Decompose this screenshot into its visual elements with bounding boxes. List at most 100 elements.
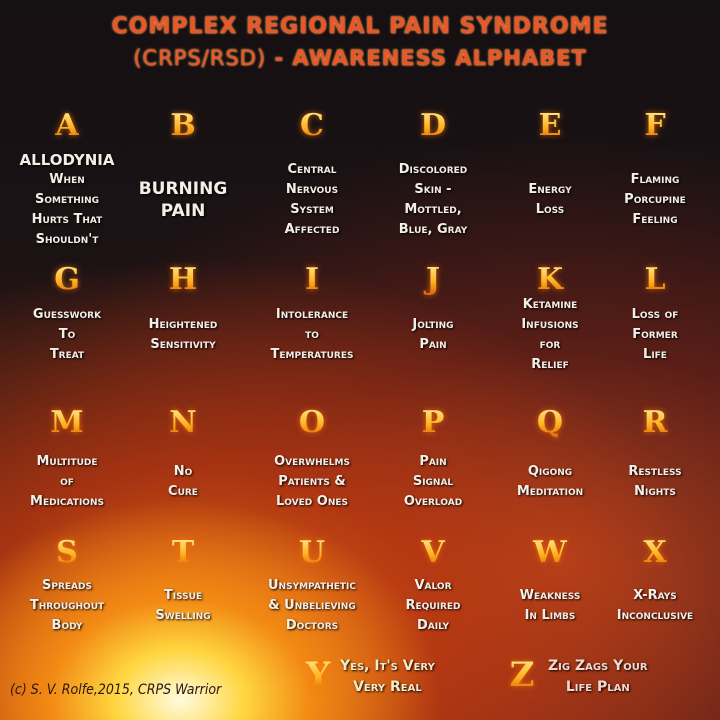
letter-z: Z — [492, 655, 552, 695]
title-abbreviation: (CRPS/RSD) — [133, 46, 267, 70]
entry-line: Very Real — [353, 679, 422, 695]
entry-line: Life — [643, 347, 667, 362]
entry-line: System — [290, 202, 334, 217]
entry-line: Daily — [417, 618, 449, 633]
letter-d: D — [403, 108, 463, 143]
entry-line: to — [305, 327, 319, 342]
entry-line: Intolerance — [275, 307, 349, 322]
letter-n: N — [153, 405, 213, 440]
entry-line: Nights — [634, 484, 676, 499]
entry-line: Loss of — [631, 307, 679, 322]
entry-line: Former — [632, 327, 678, 342]
entry-line: Feeling — [632, 212, 678, 227]
entry-line: Infusions — [521, 317, 579, 332]
entry-line: Body — [51, 618, 83, 633]
entry-line: Loved Ones — [275, 494, 349, 509]
entry-line: Overload — [403, 494, 463, 509]
entry-line: Doctors — [285, 618, 339, 633]
entry-line: Energy — [528, 182, 572, 197]
entry-line: Patients & — [278, 474, 346, 489]
entry-line: To — [58, 327, 76, 342]
entry-line: Hurts That — [31, 212, 103, 227]
entry-line: Loss — [535, 202, 565, 217]
letter-a: A — [37, 108, 97, 143]
entry-line: Guesswork — [32, 307, 102, 322]
entry-line: Yes, It's Very — [340, 658, 435, 674]
letter-q: Q — [520, 405, 580, 440]
entry-line: ALLODYNIA — [19, 151, 115, 169]
entry-line: Required — [405, 598, 461, 613]
entry-line: X-Rays — [633, 588, 677, 603]
entry-line: Throughout — [29, 598, 105, 613]
entry-line: Treat — [49, 347, 85, 362]
entry-line: Something — [34, 192, 100, 207]
letter-l: L — [625, 262, 685, 297]
entry-line: Porcupine — [624, 192, 686, 207]
entry-line: Relief — [531, 357, 569, 372]
entry-line: for — [539, 337, 561, 352]
letter-b: B — [153, 108, 213, 143]
entry-line: Cure — [168, 484, 198, 499]
letter-y: Y — [288, 655, 348, 695]
letter-v: V — [403, 535, 463, 570]
entry-line: Unsympathetic — [268, 578, 356, 593]
entry-line: When — [49, 172, 85, 187]
entry-line: of — [60, 474, 74, 489]
letter-i: I — [282, 262, 342, 297]
entry-line: & Unbelieving — [268, 598, 356, 613]
entry-line: Mottled, — [404, 202, 462, 217]
copyright-credit: (c) S. V. Rolfe,2015, CRPS Warrior — [10, 682, 222, 698]
entry-line: Temperatures — [270, 347, 354, 362]
entry-line: Medications — [30, 494, 104, 509]
entry-line: Pain — [419, 337, 447, 352]
entry-line: Shouldn't — [35, 232, 99, 247]
letter-x: X — [625, 535, 685, 570]
letter-f: F — [625, 108, 685, 143]
entry-line: Signal — [412, 474, 454, 489]
letter-s: S — [37, 535, 97, 570]
entry-line: Life Plan — [565, 679, 630, 695]
letter-w: W — [520, 535, 580, 570]
entry-line: Blue, Gray — [398, 222, 468, 237]
entry-line: Zig Zags Your — [548, 658, 648, 674]
entry-line: Restless — [628, 464, 682, 479]
entry-line: Weakness — [519, 588, 581, 603]
letter-h: H — [153, 262, 213, 297]
entry-line: PAIN — [160, 201, 206, 221]
entry-line: BURNING — [138, 179, 228, 199]
title-awareness-alphabet: - AWARENESS ALPHABET — [274, 46, 587, 70]
letter-m: M — [37, 405, 97, 440]
entry-line: Central — [287, 162, 337, 177]
letter-k: K — [520, 262, 580, 297]
entry-line: Pain — [419, 454, 447, 469]
entry-line: Inconclusive — [616, 608, 694, 623]
title-line-2: (CRPS/RSD) - AWARENESS ALPHABET — [0, 46, 720, 70]
entry-line: Spreads — [42, 578, 92, 593]
entry-line: Valor — [414, 578, 452, 593]
letter-c: C — [282, 108, 342, 143]
letter-e: E — [520, 108, 580, 143]
